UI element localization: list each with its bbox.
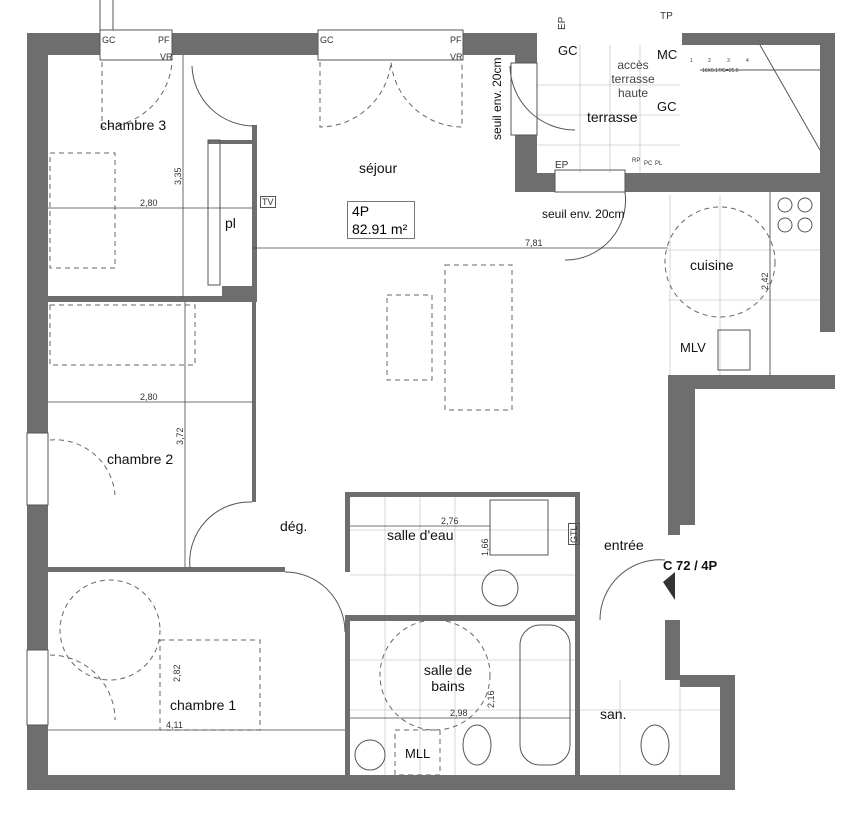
apartment-type: 4P	[352, 203, 370, 219]
room-label-chambre-3: chambre 3	[100, 117, 167, 133]
dim-ch2-height: 3,72	[175, 427, 185, 445]
door-swings	[49, 61, 776, 731]
room-label-cuisine: cuisine	[690, 257, 734, 273]
dim-salle-eau-height: 1,66	[480, 538, 490, 556]
stair-step-1: 1	[690, 58, 693, 64]
room-label-mll: MLL	[405, 746, 431, 761]
dim-ch3-width: 2,80	[140, 198, 158, 208]
label-tp: TP	[660, 11, 673, 22]
tv-outlet: TV	[260, 196, 276, 208]
room-label-san: san.	[600, 706, 627, 722]
threshold-note-1: seuil env. 20cm	[490, 57, 504, 140]
room-label-pl: pl	[225, 215, 236, 231]
dim-ch3-height: 3,35	[173, 167, 183, 185]
room-label-entree: entrée	[604, 537, 644, 553]
stair-step-3: 3	[727, 58, 730, 64]
apartment-area: 82.91 m²	[352, 221, 408, 237]
apartment-summary: 4P 82.91 m²	[347, 201, 415, 239]
gtl-panel: GTL	[568, 523, 580, 545]
label-pc: PC	[644, 161, 653, 167]
dim-bains-width: 2,98	[450, 708, 468, 718]
terrace-label-gc: GC	[558, 43, 578, 58]
terrace-label-mc: MC	[657, 47, 678, 62]
terrace-tiles	[537, 45, 680, 173]
dim-cuisine: 2,42	[760, 272, 770, 290]
room-label-terrasse: terrasse	[587, 109, 638, 125]
window-label-vr: VR	[160, 52, 173, 62]
dim-ch1-width: 4,11	[166, 720, 183, 730]
room-label-deg: dég.	[280, 518, 308, 534]
room-label-mlv: MLV	[680, 340, 706, 355]
windows	[26, 0, 626, 726]
room-label-acces-terrasse: accès terrasse haute	[611, 58, 655, 100]
label-rp: RP	[632, 158, 641, 164]
furniture	[49, 44, 821, 776]
dim-ch1-height: 2,82	[172, 664, 182, 682]
window-label-pf-2: PF	[450, 35, 462, 45]
stair-step-4: 4	[746, 58, 749, 64]
terrace-label-gc-2: GC	[657, 99, 677, 114]
threshold-note-2: seuil env. 20cm	[542, 207, 625, 221]
dimension-lines	[48, 55, 771, 731]
dim-ch2-width: 2,80	[140, 392, 158, 402]
room-label-salle-eau: salle d'eau	[387, 527, 454, 543]
window-label-gc-2: GC	[320, 35, 334, 45]
unit-reference: C 72 / 4P	[663, 558, 718, 573]
stair-spec: 16X0.17/G=25.6	[702, 68, 739, 74]
room-label-chambre-2: chambre 2	[107, 451, 174, 467]
walls	[27, 33, 835, 790]
label-pl: PL	[655, 161, 663, 167]
label-ep-top: EP	[557, 16, 568, 30]
stair-step-2: 2	[708, 58, 711, 64]
label-ep-bottom: EP	[555, 160, 569, 171]
room-label-chambre-1: chambre 1	[170, 697, 237, 713]
dim-bains-height: 2,16	[486, 690, 496, 708]
window-label-pf: PF	[158, 35, 170, 45]
dim-salle-eau-width: 2,76	[441, 516, 459, 526]
room-label-salle-de-bains: salle de bains	[423, 662, 473, 694]
window-label-vr-2: VR	[450, 52, 463, 62]
room-label-sejour: séjour	[359, 160, 398, 176]
window-label-gc: GC	[102, 35, 116, 45]
dim-sejour-width: 7,81	[525, 238, 543, 248]
